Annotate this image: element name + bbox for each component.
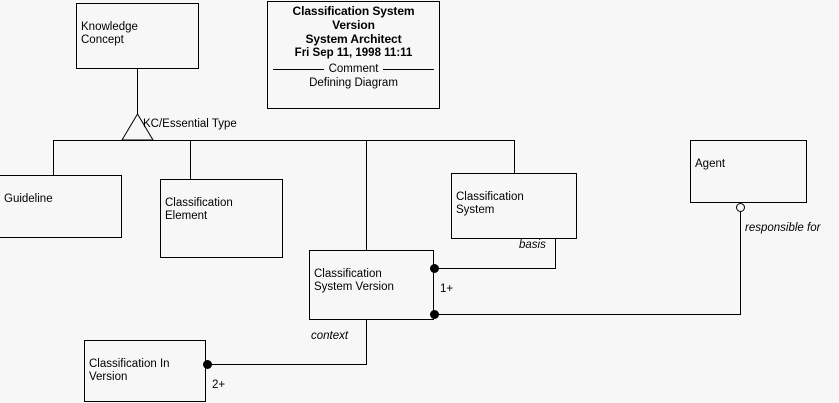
assoc-responsible-for-horizontal [438,314,741,315]
class-box-classification-system-version[interactable]: Classification System Version [309,250,434,320]
assoc-responsible-for-end-marker [736,203,745,212]
assoc-context-multiplicity: 2+ [212,379,226,391]
diagram-title-block: Classification System Version System Arc… [267,1,440,109]
diagram-title-tool: System Architect [305,32,402,46]
generalization-drop-classification-system-version [366,140,367,251]
class-box-guideline[interactable]: Guideline [0,175,122,238]
diagram-title-name-2: Version [332,18,375,32]
class-box-knowledge-concept[interactable]: Knowledge Concept [76,3,199,69]
class-name-agent: Agent [695,157,726,170]
assoc-context-label: context [311,330,349,342]
assoc-responsible-for-csv-marker [430,310,439,319]
assoc-basis-horizontal [438,268,556,269]
class-name-classification-system-version: Classification System Version [314,267,394,294]
generalization-drop-guideline [53,140,54,176]
generalization-label: KC/Essential Type [143,118,237,130]
assoc-basis-end-marker [430,264,439,273]
diagram-title-timestamp: Fri Sep 11, 1998 11:11 [294,47,413,59]
assoc-basis-vertical [555,239,556,269]
comment-separator: Comment [273,63,435,75]
generalization-stem [137,69,138,114]
class-name-classification-system: Classification System [456,190,524,217]
assoc-context-horizontal [210,364,367,365]
assoc-basis-multiplicity: 1+ [440,283,454,295]
assoc-basis-label: basis [519,239,546,251]
class-name-guideline: Guideline [4,192,53,205]
assoc-context-end-marker [203,360,212,369]
generalization-bar [53,140,515,141]
diagram-comment-text: Defining Diagram [309,77,398,89]
class-name-classification-element: Classification Element [165,196,233,223]
comment-rule-right [383,68,435,70]
generalization-drop-classification-element [190,140,191,180]
class-box-classification-element[interactable]: Classification Element [160,179,283,258]
class-box-agent[interactable]: Agent [690,140,807,203]
comment-rule-left [273,68,324,70]
assoc-responsible-for-vertical [740,212,741,315]
assoc-responsible-for-label: responsible for [745,222,821,234]
generalization-drop-classification-system [514,140,515,174]
class-name-knowledge-concept: Knowledge Concept [81,20,138,47]
diagram-title-name-1: Classification System [292,4,415,18]
class-name-classification-in-version: Classification In Version [89,357,170,384]
comment-separator-label: Comment [328,63,379,75]
class-box-classification-system[interactable]: Classification System [451,173,577,239]
assoc-context-vertical [366,320,367,365]
class-box-classification-in-version[interactable]: Classification In Version [84,340,206,402]
